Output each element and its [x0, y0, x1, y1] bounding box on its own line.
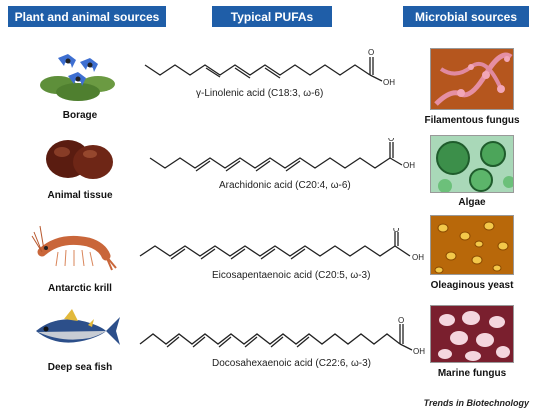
header-pufas-label: Typical PUFAs — [230, 9, 314, 24]
source-label-animal-tissue: Animal tissue — [47, 190, 113, 201]
gamma-linolenic-acid-structure: O OH — [144, 48, 395, 87]
microbe-label-filamentous-fungus: Filamentous fungus — [424, 115, 520, 126]
footer-journal-credit: Trends in Biotechnology — [423, 398, 529, 408]
header-microbial-label: Microbial sources — [414, 9, 518, 24]
header-microbial-sources: Microbial sources — [403, 6, 529, 27]
acid-name-gamma-linolenic: γ-Linolenic acid (C18:3, ω-6) — [196, 88, 324, 99]
filamentous-fungus-image — [430, 48, 514, 110]
header-plant-animal-label: Plant and animal sources — [14, 9, 160, 24]
dha-hydroxyl-label: OH — [413, 347, 425, 356]
algae-image — [430, 135, 514, 193]
acid-name-eicosapentaenoic: Eicosapentaenoic acid (C20:5, ω-3) — [212, 270, 371, 281]
acid-name-arachidonic: Arachidonic acid (C20:4, ω-6) — [219, 180, 351, 191]
marine-fungus-image — [430, 305, 514, 363]
oleaginous-yeast-image — [430, 215, 514, 275]
source-label-antarctic-krill: Antarctic krill — [48, 283, 112, 294]
epa-hydroxyl-label: OH — [412, 253, 424, 262]
gla-oxygen-label: O — [368, 48, 374, 57]
source-label-deep-sea-fish: Deep sea fish — [47, 362, 113, 373]
docosahexaenoic-acid-structure: O OH — [139, 316, 425, 356]
dha-oxygen-label: O — [398, 316, 404, 325]
deep-sea-fish-illustration — [36, 309, 120, 345]
gla-hydroxyl-label: OH — [383, 78, 395, 87]
header-plant-animal-sources: Plant and animal sources — [8, 6, 166, 27]
microbe-label-marine-fungus: Marine fungus — [437, 368, 507, 379]
source-label-borage: Borage — [62, 110, 98, 121]
epa-oxygen-label: O — [393, 228, 399, 234]
eicosapentaenoic-acid-structure: O OH — [139, 228, 424, 262]
ara-hydroxyl-label: OH — [403, 161, 415, 170]
microbe-label-algae: Algae — [458, 197, 486, 208]
acid-name-docosahexaenoic: Docosahexaenoic acid (C22:6, ω-3) — [212, 358, 371, 369]
antarctic-krill-illustration — [31, 225, 117, 271]
borage-flower-illustration — [40, 54, 115, 101]
animal-tissue-illustration — [46, 140, 113, 179]
ara-oxygen-label: O — [388, 138, 394, 143]
header-typical-pufas: Typical PUFAs — [212, 6, 332, 27]
microbe-label-oleaginous-yeast: Oleaginous yeast — [430, 280, 514, 291]
arachidonic-acid-structure: O OH — [149, 138, 415, 172]
